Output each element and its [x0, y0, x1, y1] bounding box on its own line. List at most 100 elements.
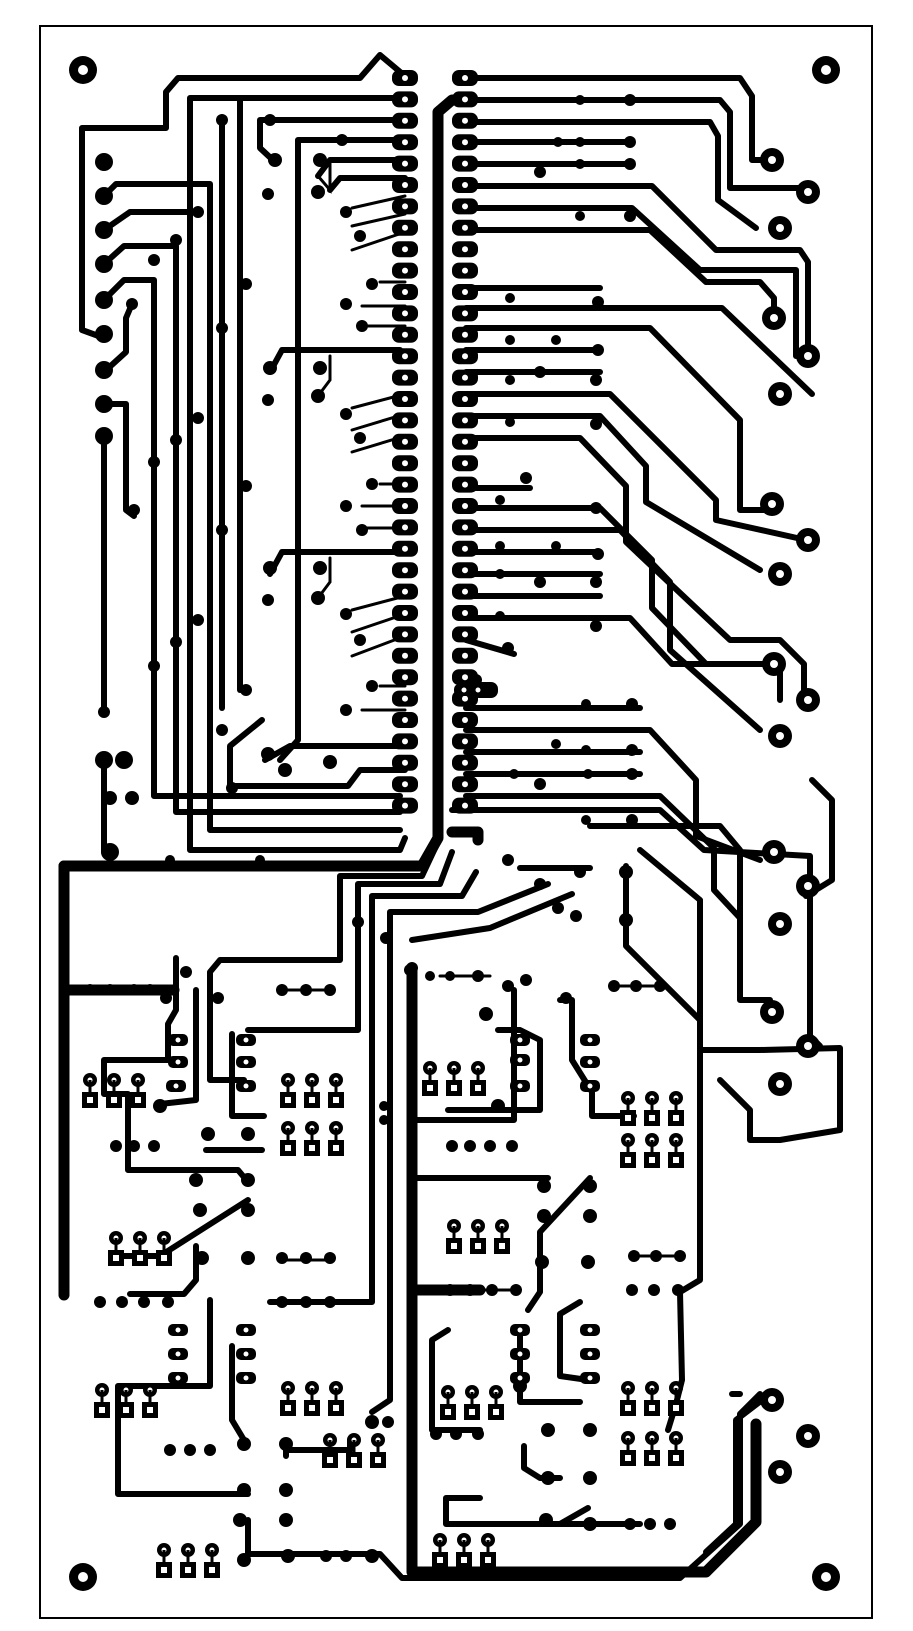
square-pad-icon	[280, 1121, 296, 1156]
oval-pad	[168, 1056, 188, 1068]
square-pad-icon	[304, 1121, 320, 1156]
oval-pad	[236, 1372, 256, 1384]
square-pad-icon	[440, 1385, 456, 1420]
ic-pad	[452, 219, 478, 236]
square-pad-icon	[156, 1543, 172, 1578]
ic-pad	[392, 647, 418, 664]
square-pad-icon	[620, 1431, 636, 1466]
ic-pad	[452, 155, 478, 172]
ic-pad	[452, 134, 478, 151]
ic-pad	[452, 540, 478, 557]
ic-pad	[452, 348, 478, 365]
ic-pad	[452, 519, 478, 536]
connector-pad-icon	[796, 874, 820, 898]
ic-pad	[392, 562, 418, 579]
connector-pad-icon	[796, 528, 820, 552]
ic-pad	[452, 776, 478, 793]
oval-pad	[510, 1324, 530, 1336]
ic-pad	[392, 412, 418, 429]
ic-pad	[452, 455, 478, 472]
connector-pad-icon	[760, 492, 784, 516]
oval-pad	[236, 1080, 256, 1092]
connector-pad-icon	[768, 216, 792, 240]
ic-pad	[452, 712, 478, 728]
ic-pad	[392, 284, 418, 300]
connector-pad-icon	[760, 1000, 784, 1024]
ic-pad	[452, 326, 478, 343]
connector-pad-icon	[768, 724, 792, 748]
square-pad-icon	[304, 1073, 320, 1108]
connector-pad-icon	[796, 688, 820, 712]
ic-pad	[392, 326, 418, 343]
oval-pad	[580, 1080, 600, 1092]
ic-pad	[392, 776, 418, 793]
ic-pad	[392, 155, 418, 172]
connector-pad-icon	[768, 562, 792, 586]
ic-pad	[392, 797, 418, 814]
connector-pad-icon	[796, 1424, 820, 1448]
square-pad-icon	[204, 1543, 220, 1578]
oval-pad	[510, 1054, 530, 1066]
ic-pad	[452, 91, 478, 108]
square-pad-icon	[470, 1061, 486, 1096]
ic-pad	[392, 241, 418, 258]
square-pad-icon	[304, 1381, 320, 1416]
ic-pad	[452, 391, 478, 407]
ic-pad	[392, 134, 418, 151]
ic-pad	[392, 391, 418, 407]
ic-pad	[452, 198, 478, 215]
ic-pad	[392, 219, 418, 236]
oval-pad	[454, 684, 474, 696]
mounting-holes	[69, 56, 840, 1591]
ic-pad	[392, 733, 418, 750]
connector-pad-icon	[796, 1034, 820, 1058]
ic-pad	[452, 112, 478, 129]
ic-pad	[392, 626, 418, 643]
ic-pad	[452, 369, 478, 386]
ic-pad	[452, 733, 478, 750]
square-pad-icon	[280, 1073, 296, 1108]
ic-pad	[392, 519, 418, 536]
oval-pad	[236, 1324, 256, 1336]
oval-pad-groups	[166, 684, 600, 1384]
square-pad-icon	[668, 1431, 684, 1466]
oval-pad	[166, 1080, 186, 1092]
ic-pad	[392, 433, 418, 450]
connector-pad-icon	[762, 840, 786, 864]
ic-pad	[392, 112, 418, 129]
square-pad-icon	[118, 1383, 134, 1418]
ic-pad	[392, 754, 418, 771]
ic-pad	[452, 797, 478, 814]
square-pad-icon	[346, 1433, 362, 1468]
oval-pad	[580, 1372, 600, 1384]
ic-pad	[452, 433, 478, 450]
ic-pad	[452, 177, 478, 193]
square-pad-icon	[644, 1381, 660, 1416]
ic-pad	[392, 540, 418, 557]
ic-pad	[392, 369, 418, 386]
oval-pad	[580, 1324, 600, 1336]
ic-pad	[392, 712, 418, 728]
square-pad-icon	[464, 1385, 480, 1420]
square-pad-icon	[280, 1381, 296, 1416]
square-pad-icon	[644, 1133, 660, 1168]
square-pad-icon	[328, 1381, 344, 1416]
ic-pad	[452, 412, 478, 429]
connector-pad-icon	[796, 344, 820, 368]
ic-pad	[452, 305, 478, 322]
ic-pad	[452, 284, 478, 300]
oval-pad	[168, 1372, 188, 1384]
square-pad-icon	[620, 1381, 636, 1416]
square-pad-icon	[644, 1091, 660, 1126]
oval-pad	[236, 1056, 256, 1068]
via-pads	[86, 94, 686, 1567]
square-pad-icon	[432, 1533, 448, 1568]
square-pad-icon	[94, 1383, 110, 1418]
connector-pad-icon	[760, 148, 784, 172]
square-pad-icon	[322, 1433, 338, 1468]
connector-pad-icon	[768, 382, 792, 406]
ic-pad	[452, 562, 478, 579]
oval-pad	[580, 1034, 600, 1046]
